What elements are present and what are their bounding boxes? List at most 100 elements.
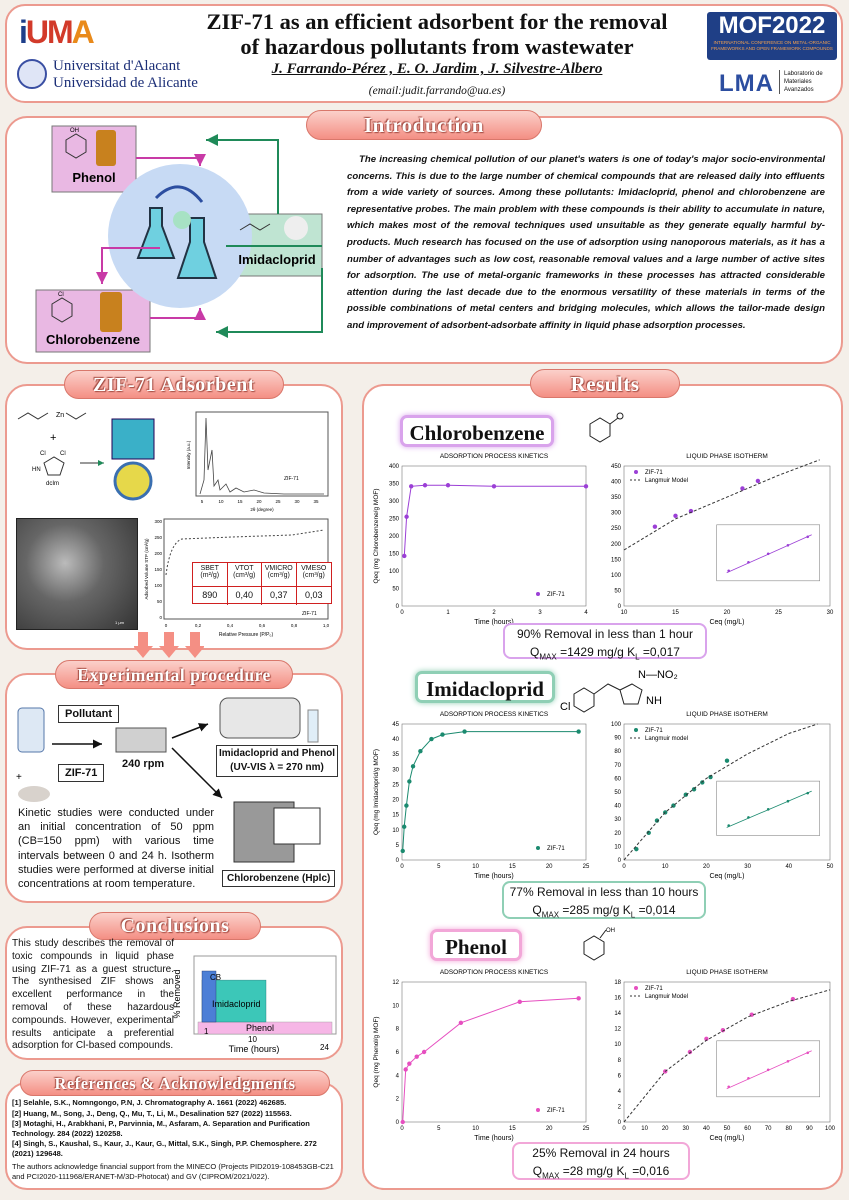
data-point: [403, 1067, 408, 1072]
y-tick-label: 10: [614, 844, 621, 850]
title-line-2: of hazardous pollutants from wastewater: [240, 34, 634, 59]
x-tick-label: 15: [509, 1126, 516, 1132]
y-tick-label: 200: [389, 534, 400, 540]
data-point: [583, 484, 589, 489]
y-tick-label: 250: [611, 526, 622, 532]
y-tick-label: 18: [614, 980, 621, 986]
y-tick-label: 12: [392, 980, 399, 986]
y-axis-label: Qeq (mg Chlorobenzene/g MOF): [373, 488, 380, 583]
imi-structure-icon: Cl N—NO₂ NH: [560, 669, 678, 713]
inset-point: [786, 544, 790, 547]
cycle-arrow-icon: [154, 185, 204, 203]
dcim-hn: HN: [32, 467, 41, 473]
table-head-vmeso: VMESO (cm³/g): [296, 563, 331, 587]
ref-item: [3] Motaghi, H., Arabkhani, P., Parvinni…: [12, 1119, 310, 1138]
univ-seal-icon: [17, 59, 47, 89]
down-arrows: [134, 632, 204, 658]
x-tick-label: 80: [785, 1126, 792, 1132]
data-point: [576, 729, 581, 734]
exp-heading: Experimental procedure: [55, 660, 293, 689]
plot-area: [401, 465, 587, 607]
n2-x-tick: 0,8: [291, 623, 298, 628]
mof-sub-1: INTERNATIONAL CONFERENCE ON METAL-ORGANI…: [713, 40, 831, 45]
concl-text: This study describes the removal of toxi…: [12, 938, 174, 1052]
x-tick-label: 10: [472, 864, 479, 870]
n2-x-tick: 1,0: [323, 623, 330, 628]
phenol-oh-label: OH: [70, 128, 79, 134]
ref-item: [1] Selahle, S.K., Nomngongo, P.N, J. Ch…: [12, 1098, 287, 1107]
title: ZIF-71 as an efficient adsorbent for the…: [177, 9, 697, 59]
data-point: [646, 830, 651, 835]
y-tick-label: 35: [392, 752, 399, 758]
data-point: [720, 1028, 726, 1033]
x-tick-label: 3: [538, 610, 542, 616]
intro-text: The increasing chemical pollution of our…: [347, 154, 825, 331]
n2-x-tick: 0: [165, 623, 168, 628]
imi-stats: 77% Removal in less than 10 hours QMAX =…: [502, 881, 706, 919]
y-tick-label: 8: [396, 1027, 400, 1033]
legend-marker: [536, 846, 540, 850]
phe-stats: 25% Removal in 24 hours QMAX =28 mg/g KL…: [512, 1142, 690, 1180]
x-tick-label: 0: [400, 864, 404, 870]
imi-nh: NH: [646, 695, 662, 707]
removal-xlabel: Time (hours): [229, 1044, 280, 1054]
n2-xlabel: Relative Pressure (P/P₀): [219, 632, 274, 638]
hplc-screen-icon: [273, 807, 321, 845]
x-tick-label: 4: [584, 610, 588, 616]
inset-point: [747, 561, 750, 564]
x-tick-label: 0: [622, 1126, 626, 1132]
x-tick-label: 15: [672, 610, 679, 616]
authors: J. Farrando-Pérez , E. O. Jardim , J. Si…: [271, 61, 603, 77]
y-tick-label: 150: [611, 557, 622, 563]
data-point: [400, 848, 405, 854]
uv-vis-icon: [219, 697, 301, 739]
imi-removal: 77% Removal in less than 10 hours: [509, 885, 699, 899]
flask-left-icon: [136, 207, 176, 259]
y-tick-label: 6: [396, 1050, 400, 1056]
table-head-vtot: VTOT (cm³/g): [227, 563, 262, 587]
inset-point: [806, 535, 809, 539]
y-tick-label: 300: [389, 499, 400, 505]
phe-oh: OH: [606, 928, 615, 934]
phe-title: Phenol: [430, 929, 522, 961]
inset-point: [747, 816, 750, 819]
y-tick-label: 400: [389, 464, 400, 470]
data-point: [755, 478, 761, 484]
inset-point: [766, 1068, 770, 1072]
table-val-vmicro: 0,37: [262, 587, 297, 605]
uv-label-line-1: Imidacloprid and Phenol: [218, 748, 336, 759]
mof-logo-text: MOF2022: [718, 12, 826, 39]
n2-y-tick: 300: [154, 519, 162, 524]
imi-no2: N—NO₂: [638, 669, 678, 681]
table-val-vmeso: 0,03: [304, 590, 323, 600]
dcim-ring-icon: [43, 456, 65, 476]
x-tick-label: 20: [546, 1126, 553, 1132]
univ-name-es: Universidad de Alicante: [53, 75, 198, 91]
data-point: [683, 792, 688, 797]
data-point: [491, 484, 497, 489]
zif-cage-icon: [113, 461, 153, 501]
y-tick-label: 50: [614, 588, 621, 594]
pollutant-label: Pollutant: [58, 705, 120, 723]
xrd-tick-label: 5: [201, 499, 204, 504]
xrd-xlabel: 2θ (degree): [250, 507, 274, 512]
y-tick-label: 450: [611, 464, 622, 470]
ref-item: [2] Huang, M., Song, J., Deng, Q., Mu, T…: [12, 1108, 292, 1118]
x-tick-label: 30: [744, 864, 751, 870]
y-tick-label: 80: [614, 749, 621, 755]
n2-y-tick: 200: [154, 551, 162, 556]
x-tick-label: 5: [437, 864, 441, 870]
data-point: [704, 1036, 709, 1041]
x-tick-label: 0: [400, 1126, 404, 1132]
mof-crystal-icon: [173, 211, 191, 229]
n2-x-tick: 0,6: [259, 623, 266, 628]
removal-ylabel: % Removed: [172, 969, 182, 1018]
y-tick-label: 200: [611, 542, 622, 548]
removal-t10: 10: [248, 1035, 257, 1044]
n2-y-tick: 150: [154, 567, 162, 572]
results-heading: Results: [530, 369, 680, 398]
y-tick-label: 100: [611, 573, 622, 579]
